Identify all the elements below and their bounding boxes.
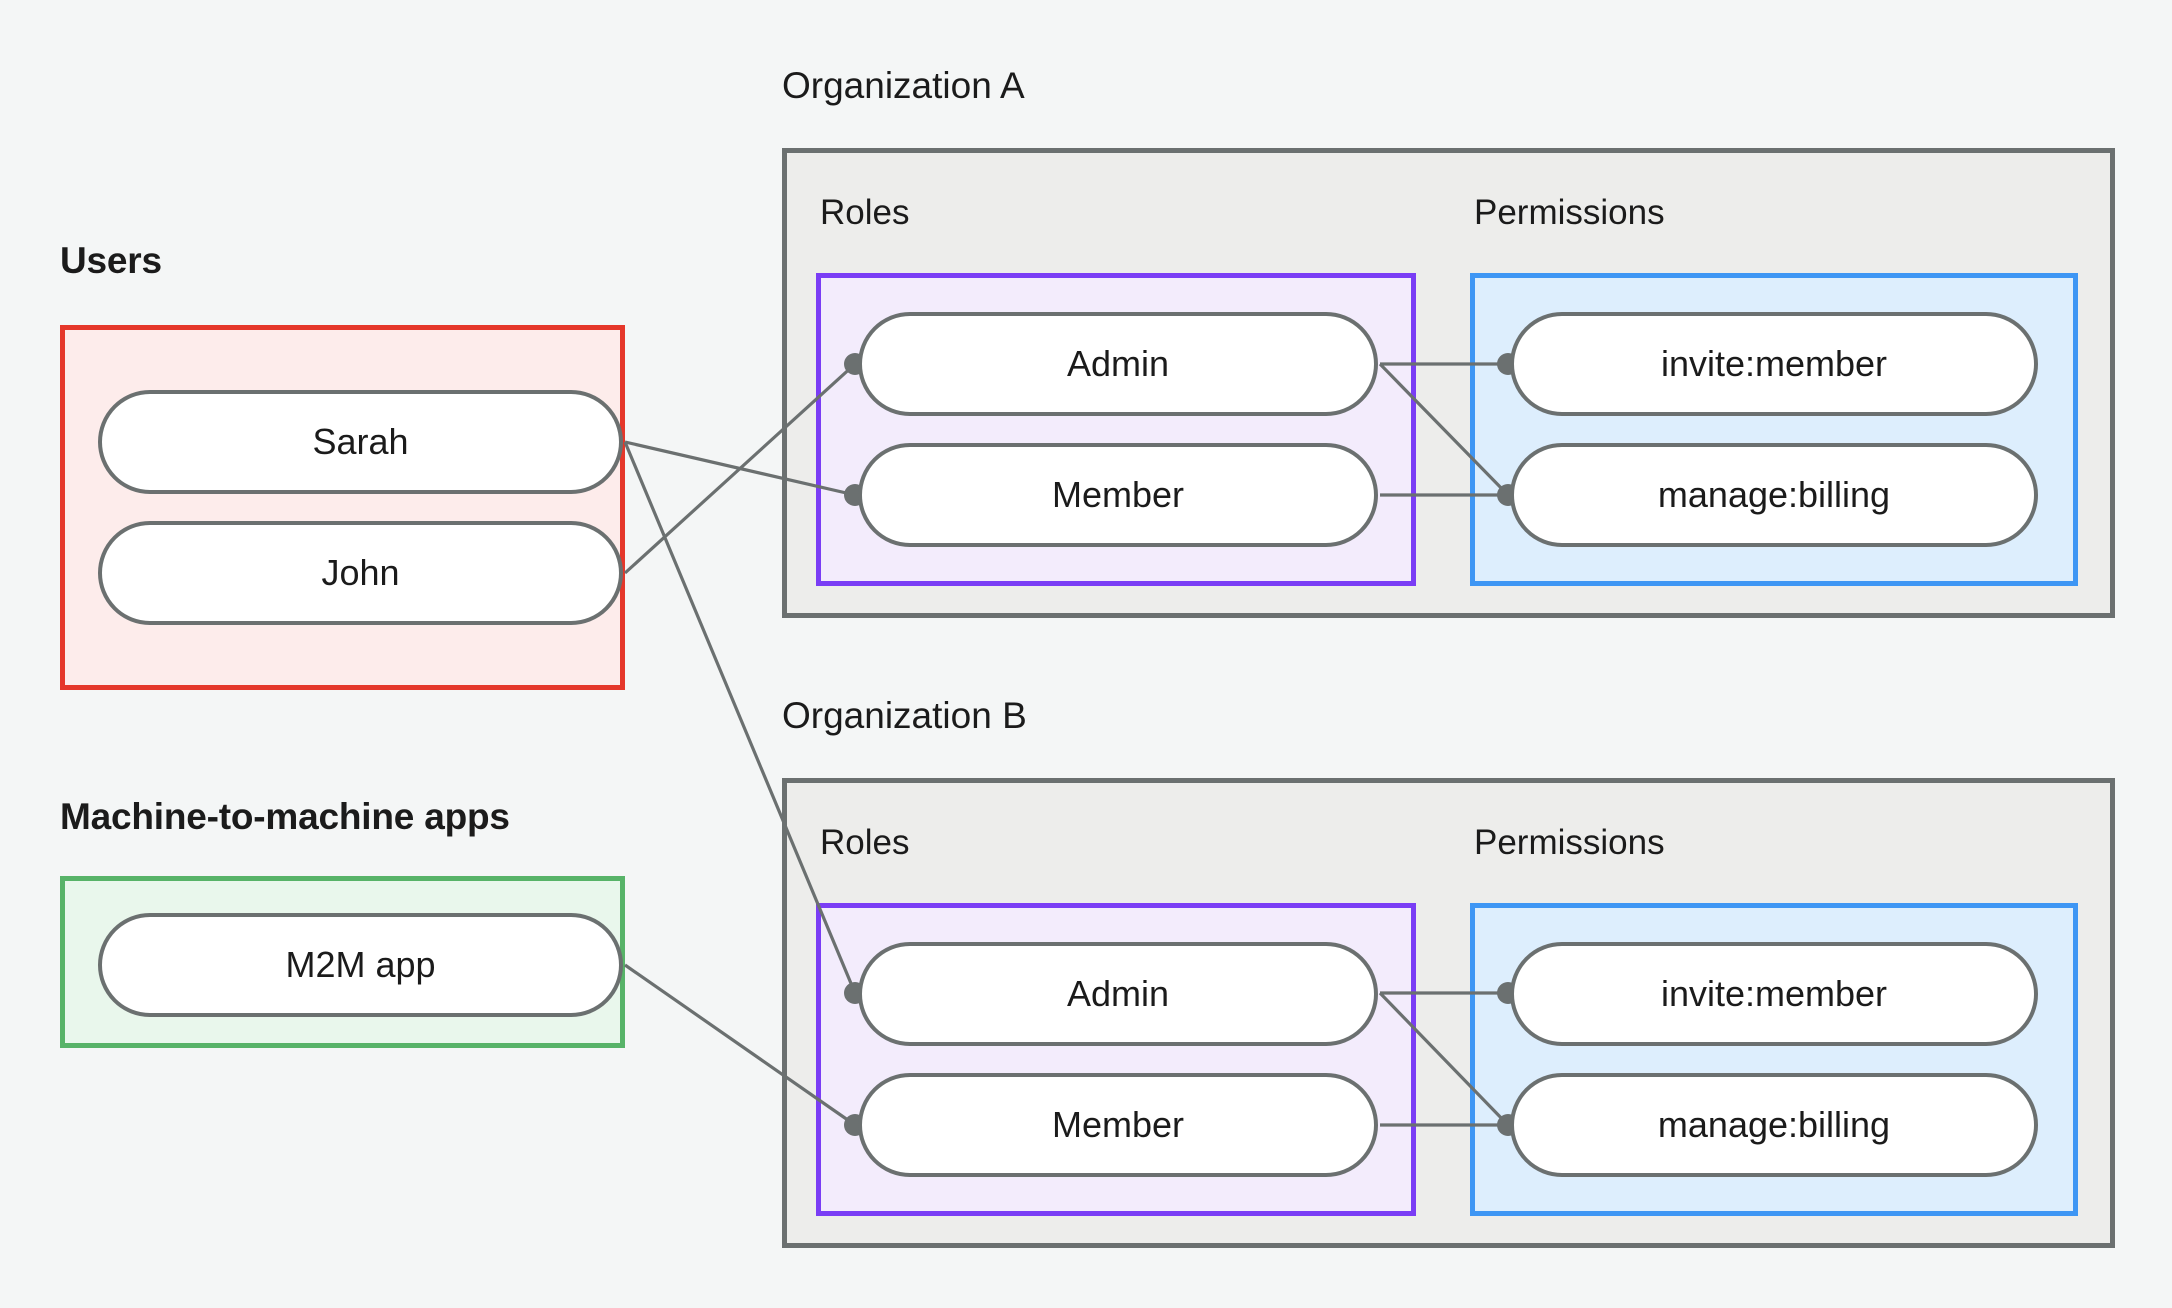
organization-b-permissions-label: Permissions bbox=[1474, 823, 1665, 862]
organization-b-role-admin[interactable]: Admin bbox=[858, 942, 1378, 1046]
m2m-node-app[interactable]: M2M app bbox=[98, 913, 623, 1017]
organization-a-title: Organization A bbox=[782, 65, 1025, 106]
organization-b-title: Organization B bbox=[782, 695, 1027, 736]
organization-b-roles-label: Roles bbox=[820, 823, 910, 862]
organization-a-role-member[interactable]: Member bbox=[858, 443, 1378, 547]
organization-a-roles-label: Roles bbox=[820, 193, 910, 232]
organization-a-permission-invite-member[interactable]: invite:member bbox=[1510, 312, 2038, 416]
organization-a-role-admin[interactable]: Admin bbox=[858, 312, 1378, 416]
user-node-sarah[interactable]: Sarah bbox=[98, 390, 623, 494]
organization-a-permissions-label: Permissions bbox=[1474, 193, 1665, 232]
user-node-john[interactable]: John bbox=[98, 521, 623, 625]
organization-b-permission-invite-member[interactable]: invite:member bbox=[1510, 942, 2038, 1046]
users-group-box bbox=[60, 325, 625, 690]
m2m-group-label: Machine-to-machine apps bbox=[60, 796, 510, 837]
users-group-label: Users bbox=[60, 240, 162, 281]
organization-b-role-member[interactable]: Member bbox=[858, 1073, 1378, 1177]
organization-b-permission-manage-billing[interactable]: manage:billing bbox=[1510, 1073, 2038, 1177]
organization-a-permission-manage-billing[interactable]: manage:billing bbox=[1510, 443, 2038, 547]
